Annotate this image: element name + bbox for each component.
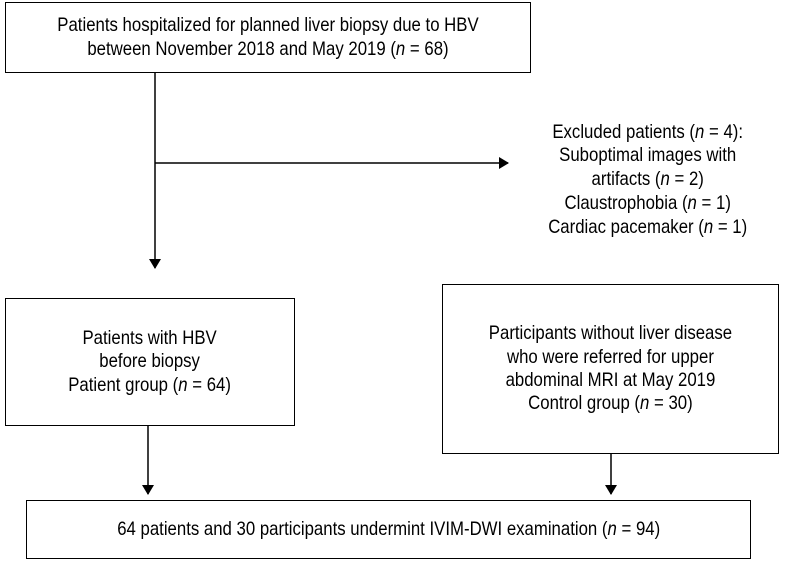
excluded-text: Excluded patients (n = 4): Suboptimal im… [512,100,784,260]
patient-group-box: Patients with HBV before biopsy Patient … [5,298,295,426]
enrollment-line-2: between November 2018 and May 2019 (n = … [87,37,449,60]
enrollment-box: Patients hospitalized for planned liver … [5,2,531,73]
control-line-2: who were referred for upper [507,345,714,368]
control-group-box: Participants without liver disease who w… [442,284,779,454]
control-line-3: abdominal MRI at May 2019 [505,369,716,391]
enrollment-line-1: Patients hospitalized for planned liver … [57,14,479,37]
excluded-line-1: Excluded patients (n = 4): [552,120,744,143]
patient-line-1: Patients with HBV [82,326,218,349]
examination-line-1: 64 patients and 30 participants undermin… [116,517,660,540]
examination-box: 64 patients and 30 participants undermin… [26,500,751,559]
excluded-line-4: Claustrophobia (n = 1) [564,191,732,214]
patient-line-2: before biopsy [99,350,201,373]
control-line-1: Participants without liver disease [488,322,733,345]
excluded-line-2: Suboptimal images with [559,144,737,167]
control-line-4: Control group (n = 30) [528,392,693,415]
patient-line-3: Patient group (n = 64) [68,373,232,396]
excluded-line-3: artifacts (n = 2) [591,168,705,191]
excluded-line-5: Cardiac pacemaker (n = 1) [548,215,748,238]
